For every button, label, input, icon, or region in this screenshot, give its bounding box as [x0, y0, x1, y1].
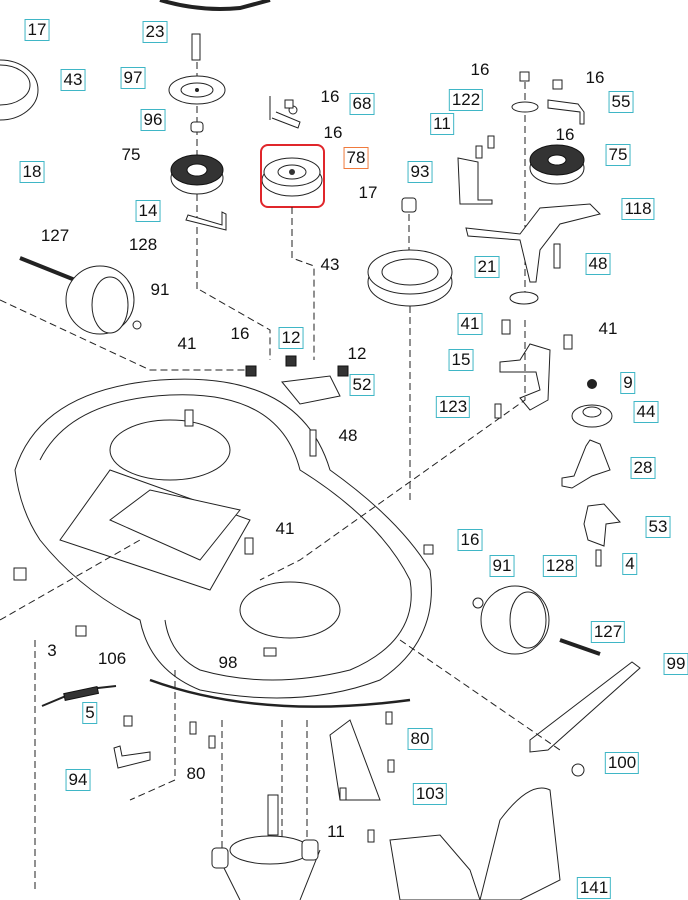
callout-53[interactable]: 53	[645, 516, 671, 538]
hardware	[13, 71, 602, 843]
bolt-48-right	[553, 243, 561, 269]
pulley-97	[168, 75, 226, 105]
callout-91: 91	[150, 280, 170, 299]
callout-80[interactable]: 80	[407, 728, 433, 750]
callout-123[interactable]: 123	[435, 396, 471, 418]
callout-41: 41	[275, 519, 295, 538]
belt	[159, 0, 271, 11]
callout-16[interactable]: 16	[457, 529, 483, 551]
callout-9[interactable]: 9	[620, 372, 636, 394]
pulley-78	[261, 157, 323, 197]
washer-122	[511, 101, 539, 113]
callout-103[interactable]: 103	[412, 783, 448, 805]
callout-3: 3	[47, 641, 57, 660]
callout-12: 12	[347, 344, 367, 363]
callout-94[interactable]: 94	[65, 769, 91, 791]
callout-80: 80	[186, 764, 206, 783]
pulley-75-left	[170, 154, 224, 195]
bracket-94	[113, 745, 151, 769]
callout-127[interactable]: 127	[590, 621, 626, 643]
callout-43[interactable]: 43	[60, 69, 86, 91]
pulley-44	[571, 379, 613, 428]
bracket-14	[185, 211, 227, 231]
callout-91[interactable]: 91	[489, 555, 515, 577]
bracket-118	[465, 203, 601, 283]
pulley-43	[367, 249, 453, 307]
callout-16: 16	[470, 60, 490, 79]
callout-43: 43	[320, 255, 340, 274]
callout-11: 11	[327, 822, 345, 841]
callout-17: 17	[358, 183, 378, 202]
blade-spindle	[211, 794, 321, 900]
callout-16: 16	[555, 125, 575, 144]
callout-23[interactable]: 23	[142, 21, 168, 43]
callout-48[interactable]: 48	[585, 253, 611, 275]
callout-75[interactable]: 75	[605, 144, 631, 166]
bracket-93	[457, 157, 493, 205]
bracket-15	[499, 343, 551, 411]
arm-28	[561, 439, 611, 489]
callout-21[interactable]: 21	[474, 256, 500, 278]
callout-127: 127	[40, 226, 70, 245]
callout-41[interactable]: 41	[457, 313, 483, 335]
arm-99	[529, 661, 641, 753]
callout-93[interactable]: 93	[407, 161, 433, 183]
callout-11[interactable]: 11	[430, 113, 454, 135]
wheel-128-left	[19, 256, 142, 335]
callout-96[interactable]: 96	[140, 109, 166, 131]
nut-17	[401, 197, 417, 213]
baffle-103	[329, 719, 381, 801]
callout-14[interactable]: 14	[135, 200, 161, 222]
pulley-43-left	[0, 59, 39, 121]
callout-17[interactable]: 17	[24, 19, 50, 41]
callout-12[interactable]: 12	[278, 327, 304, 349]
callout-78-selected[interactable]: 78	[343, 147, 369, 169]
callout-99[interactable]: 99	[663, 653, 688, 675]
callout-15[interactable]: 15	[448, 349, 474, 371]
callout-106: 106	[97, 649, 127, 668]
arm-68	[269, 96, 301, 129]
callout-48: 48	[338, 426, 358, 445]
chute-part	[389, 834, 481, 900]
callout-16: 16	[230, 324, 250, 343]
bracket-53	[583, 503, 621, 547]
callout-16: 16	[320, 87, 340, 106]
mower-deck	[14, 378, 432, 708]
callout-4[interactable]: 4	[622, 553, 638, 575]
callout-28[interactable]: 28	[630, 457, 656, 479]
callout-75: 75	[121, 145, 141, 164]
deflector-141	[479, 787, 561, 900]
callout-128: 128	[128, 235, 158, 254]
callout-18[interactable]: 18	[19, 161, 45, 183]
callout-128[interactable]: 128	[542, 555, 578, 577]
callout-118[interactable]: 118	[621, 198, 655, 220]
callout-100[interactable]: 100	[604, 752, 640, 774]
callout-16: 16	[323, 123, 343, 142]
spacer-96	[190, 121, 204, 133]
bolt-100	[571, 763, 585, 777]
callout-16: 16	[585, 68, 605, 87]
callout-141[interactable]: 141	[576, 877, 612, 899]
callout-41: 41	[598, 319, 618, 338]
callout-55[interactable]: 55	[608, 91, 634, 113]
callout-122[interactable]: 122	[448, 89, 484, 111]
callout-68[interactable]: 68	[349, 93, 375, 115]
wheel-128-right	[472, 585, 601, 656]
rod-55	[547, 99, 585, 125]
callout-98: 98	[218, 653, 238, 672]
callout-41: 41	[177, 334, 197, 353]
callout-97[interactable]: 97	[120, 67, 146, 89]
callout-5[interactable]: 5	[82, 702, 98, 724]
bolt-23	[191, 33, 201, 61]
callout-52[interactable]: 52	[349, 374, 375, 396]
callout-44[interactable]: 44	[633, 401, 659, 423]
washer-21	[509, 291, 539, 305]
pulley-75-right	[529, 144, 585, 185]
